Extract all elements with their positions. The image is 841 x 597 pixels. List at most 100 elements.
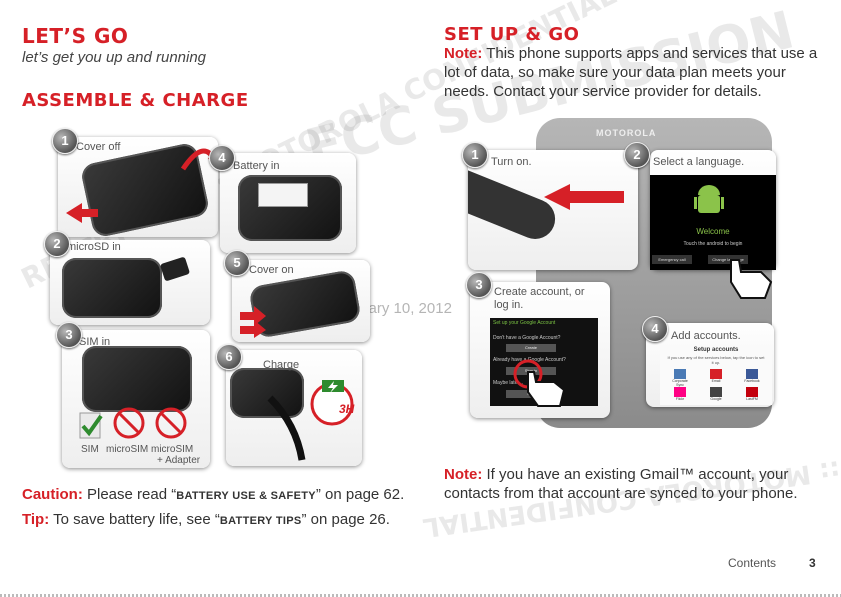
page-number: 3 [809, 556, 816, 570]
arrow-icon [66, 203, 98, 223]
account-label: Google [710, 397, 722, 401]
arrow-left-icon [544, 184, 624, 210]
google-line3: Maybe later... [493, 380, 524, 386]
setup-label-accounts: Add accounts. [671, 330, 741, 342]
google-line1: Don't have a Google Account? [493, 335, 561, 341]
corporate-sync-icon [674, 369, 686, 379]
note-text: If you have an existing Gmail™ account, … [444, 466, 798, 502]
caution-pre: Please read “ [87, 486, 177, 503]
section-heading-assemble: ASSEMBLE & CHARGE [22, 90, 249, 111]
accounts-title: Setup accounts [693, 347, 739, 353]
caution-post: ” on page 62. [315, 486, 405, 503]
welcome-screen: Welcome Touch the android to begin Emerg… [650, 175, 776, 270]
android-icon [694, 185, 724, 213]
account-label: Corporate Sync [672, 379, 688, 387]
accounts-subtitle: If you use any of the services below, ta… [667, 355, 765, 365]
account-google[interactable]: Google [704, 387, 728, 401]
google-icon [710, 387, 722, 397]
microsim-adapter-label-2: + Adapter [157, 455, 201, 466]
phone-charge-illustration [230, 368, 304, 418]
step-badge-3: 3 [56, 322, 82, 348]
accounts-screen: Setup accounts If you use any of the ser… [660, 345, 772, 405]
microsim-label: microSIM [106, 444, 149, 455]
tip-label: Tip: [22, 511, 50, 528]
page-bottom-border [0, 594, 841, 597]
account-lastfm[interactable]: LastFM [740, 387, 764, 401]
microsim-adapter-label-1: microSIM [151, 444, 194, 455]
microsd-card-icon [159, 256, 191, 282]
arrow-icon [240, 306, 266, 338]
step-card-battery [220, 153, 356, 253]
sim-label: SIM [81, 444, 99, 455]
step-card-microsd [50, 240, 210, 325]
step-label-charge: Charge [263, 359, 300, 371]
note-label: Note: [444, 466, 483, 483]
account-facebook[interactable]: Facebook [740, 369, 764, 383]
note-label: Note: [444, 45, 483, 62]
step-label-microsd: microSD in [67, 241, 121, 253]
caution-text: Caution: Please read “BATTERY USE & SAFE… [22, 485, 412, 506]
microsim-prohibited-icon [113, 407, 145, 439]
welcome-title: Welcome [696, 227, 730, 236]
contents-link[interactable]: Contents [728, 556, 777, 570]
phone-brand-label: MOTOROLA [596, 128, 657, 138]
caution-label: Caution: [22, 486, 83, 503]
battery-use-safety-link[interactable]: BATTERY USE & SAFETY [176, 490, 316, 502]
account-label: Facebook [744, 379, 760, 383]
step-card-cover-on [232, 260, 370, 342]
setup-badge-2: 2 [624, 142, 650, 168]
microsim-adapter-prohibited-icon [155, 407, 187, 439]
note-data-plan: Note: This phone supports apps and servi… [444, 44, 824, 101]
emergency-call-button[interactable]: Emergency call [652, 255, 692, 264]
flickr-icon [674, 387, 686, 397]
step-badge-6: 6 [216, 344, 242, 370]
setup-badge-1: 1 [462, 142, 488, 168]
account-flickr[interactable]: Flickr [668, 387, 692, 401]
section-heading-setup: SET UP & GO [444, 24, 580, 45]
tip-text: Tip: To save battery life, see “BATTERY … [22, 510, 412, 531]
step-label-cover-on: Cover on [249, 264, 294, 276]
tap-hand-icon [513, 359, 566, 407]
tap-hand-icon [730, 259, 773, 299]
step-label-cover-off: Cover off [76, 141, 121, 153]
lastfm-icon [746, 387, 758, 397]
setup-label-language: Select a language. [653, 156, 745, 168]
note-text: This phone supports apps and services th… [444, 45, 818, 100]
page-subtitle: let’s get you up and running [22, 49, 207, 66]
phone-open-illustration [62, 258, 162, 318]
phone-sim-slot-illustration [82, 346, 192, 412]
account-corporate-sync[interactable]: Corporate Sync [668, 369, 692, 387]
step-badge-5: 5 [224, 250, 250, 276]
battery-icon [258, 183, 308, 207]
step-badge-1: 1 [52, 128, 78, 154]
step-label-sim: SIM in [79, 336, 111, 348]
account-label: Email [711, 379, 721, 383]
step-badge-4: 4 [209, 145, 235, 171]
setup-card-turn-on [468, 150, 638, 270]
setup-badge-4: 4 [642, 316, 668, 342]
charge-timer-icon [310, 380, 354, 426]
cable-icon [267, 395, 306, 461]
account-label: Flickr [675, 397, 685, 401]
page-title: LET’S GO [22, 24, 129, 48]
account-label: LastFM [746, 397, 758, 401]
step-card-charge: 3H [226, 350, 362, 466]
tip-post: ” on page 26. [301, 511, 390, 528]
sim-ok-icon [79, 412, 103, 439]
account-email[interactable]: Email [704, 369, 728, 383]
google-create-button[interactable]: Create [506, 344, 556, 352]
step-badge-2: 2 [44, 231, 70, 257]
battery-tips-link[interactable]: BATTERY TIPS [219, 515, 302, 527]
email-icon [710, 369, 722, 379]
note-gmail: Note: If you have an existing Gmail™ acc… [444, 465, 824, 503]
welcome-touch-text: Touch the android to begin [683, 241, 743, 247]
step-card-sim [62, 330, 210, 468]
step-card-cover-off [58, 137, 218, 237]
step-label-battery: Battery in [233, 160, 280, 172]
change-language-button[interactable]: Change language [708, 255, 748, 264]
charge-time-label: 3H [339, 402, 355, 416]
setup-label-turn-on: Turn on. [491, 156, 532, 168]
facebook-icon [746, 369, 758, 379]
google-screen-title: Set up your Google Account [493, 320, 556, 326]
setup-badge-3: 3 [466, 272, 492, 298]
